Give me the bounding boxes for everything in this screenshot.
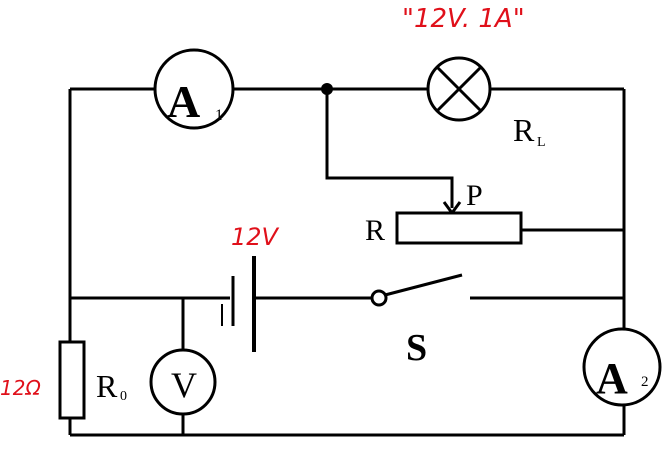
resistor-r0 [58, 340, 86, 420]
voltmeter-label: V [171, 365, 197, 405]
battery [221, 256, 256, 352]
lamp-label: R [513, 112, 535, 148]
switch-label: S [406, 327, 427, 369]
lamp-label-subscript: L [537, 135, 546, 150]
rheostat-label: R [365, 214, 385, 247]
ammeter-a1: A 1 [153, 48, 235, 130]
switch [370, 273, 463, 307]
ammeter-a2-label: A [596, 354, 628, 403]
voltmeter: V [149, 298, 217, 435]
ammeter-a2-subscript: 2 [641, 374, 649, 390]
lamp-rating-annotation: "12V. 1A" [402, 4, 525, 34]
rheostat [395, 211, 523, 245]
lamp [426, 56, 492, 122]
slider-branch-wire [325, 89, 454, 208]
ammeter-a1-label: A [167, 76, 200, 127]
battery-voltage-annotation: 12V [231, 223, 280, 251]
resistor-r0-label: R [96, 368, 118, 404]
r0-value-annotation: 12Ω [0, 376, 41, 400]
slider-label: P [466, 179, 483, 212]
ammeter-a1-subscript: 1 [215, 107, 223, 124]
resistor-r0-subscript: 0 [120, 389, 127, 404]
ammeter-a2: A 2 [582, 327, 662, 407]
